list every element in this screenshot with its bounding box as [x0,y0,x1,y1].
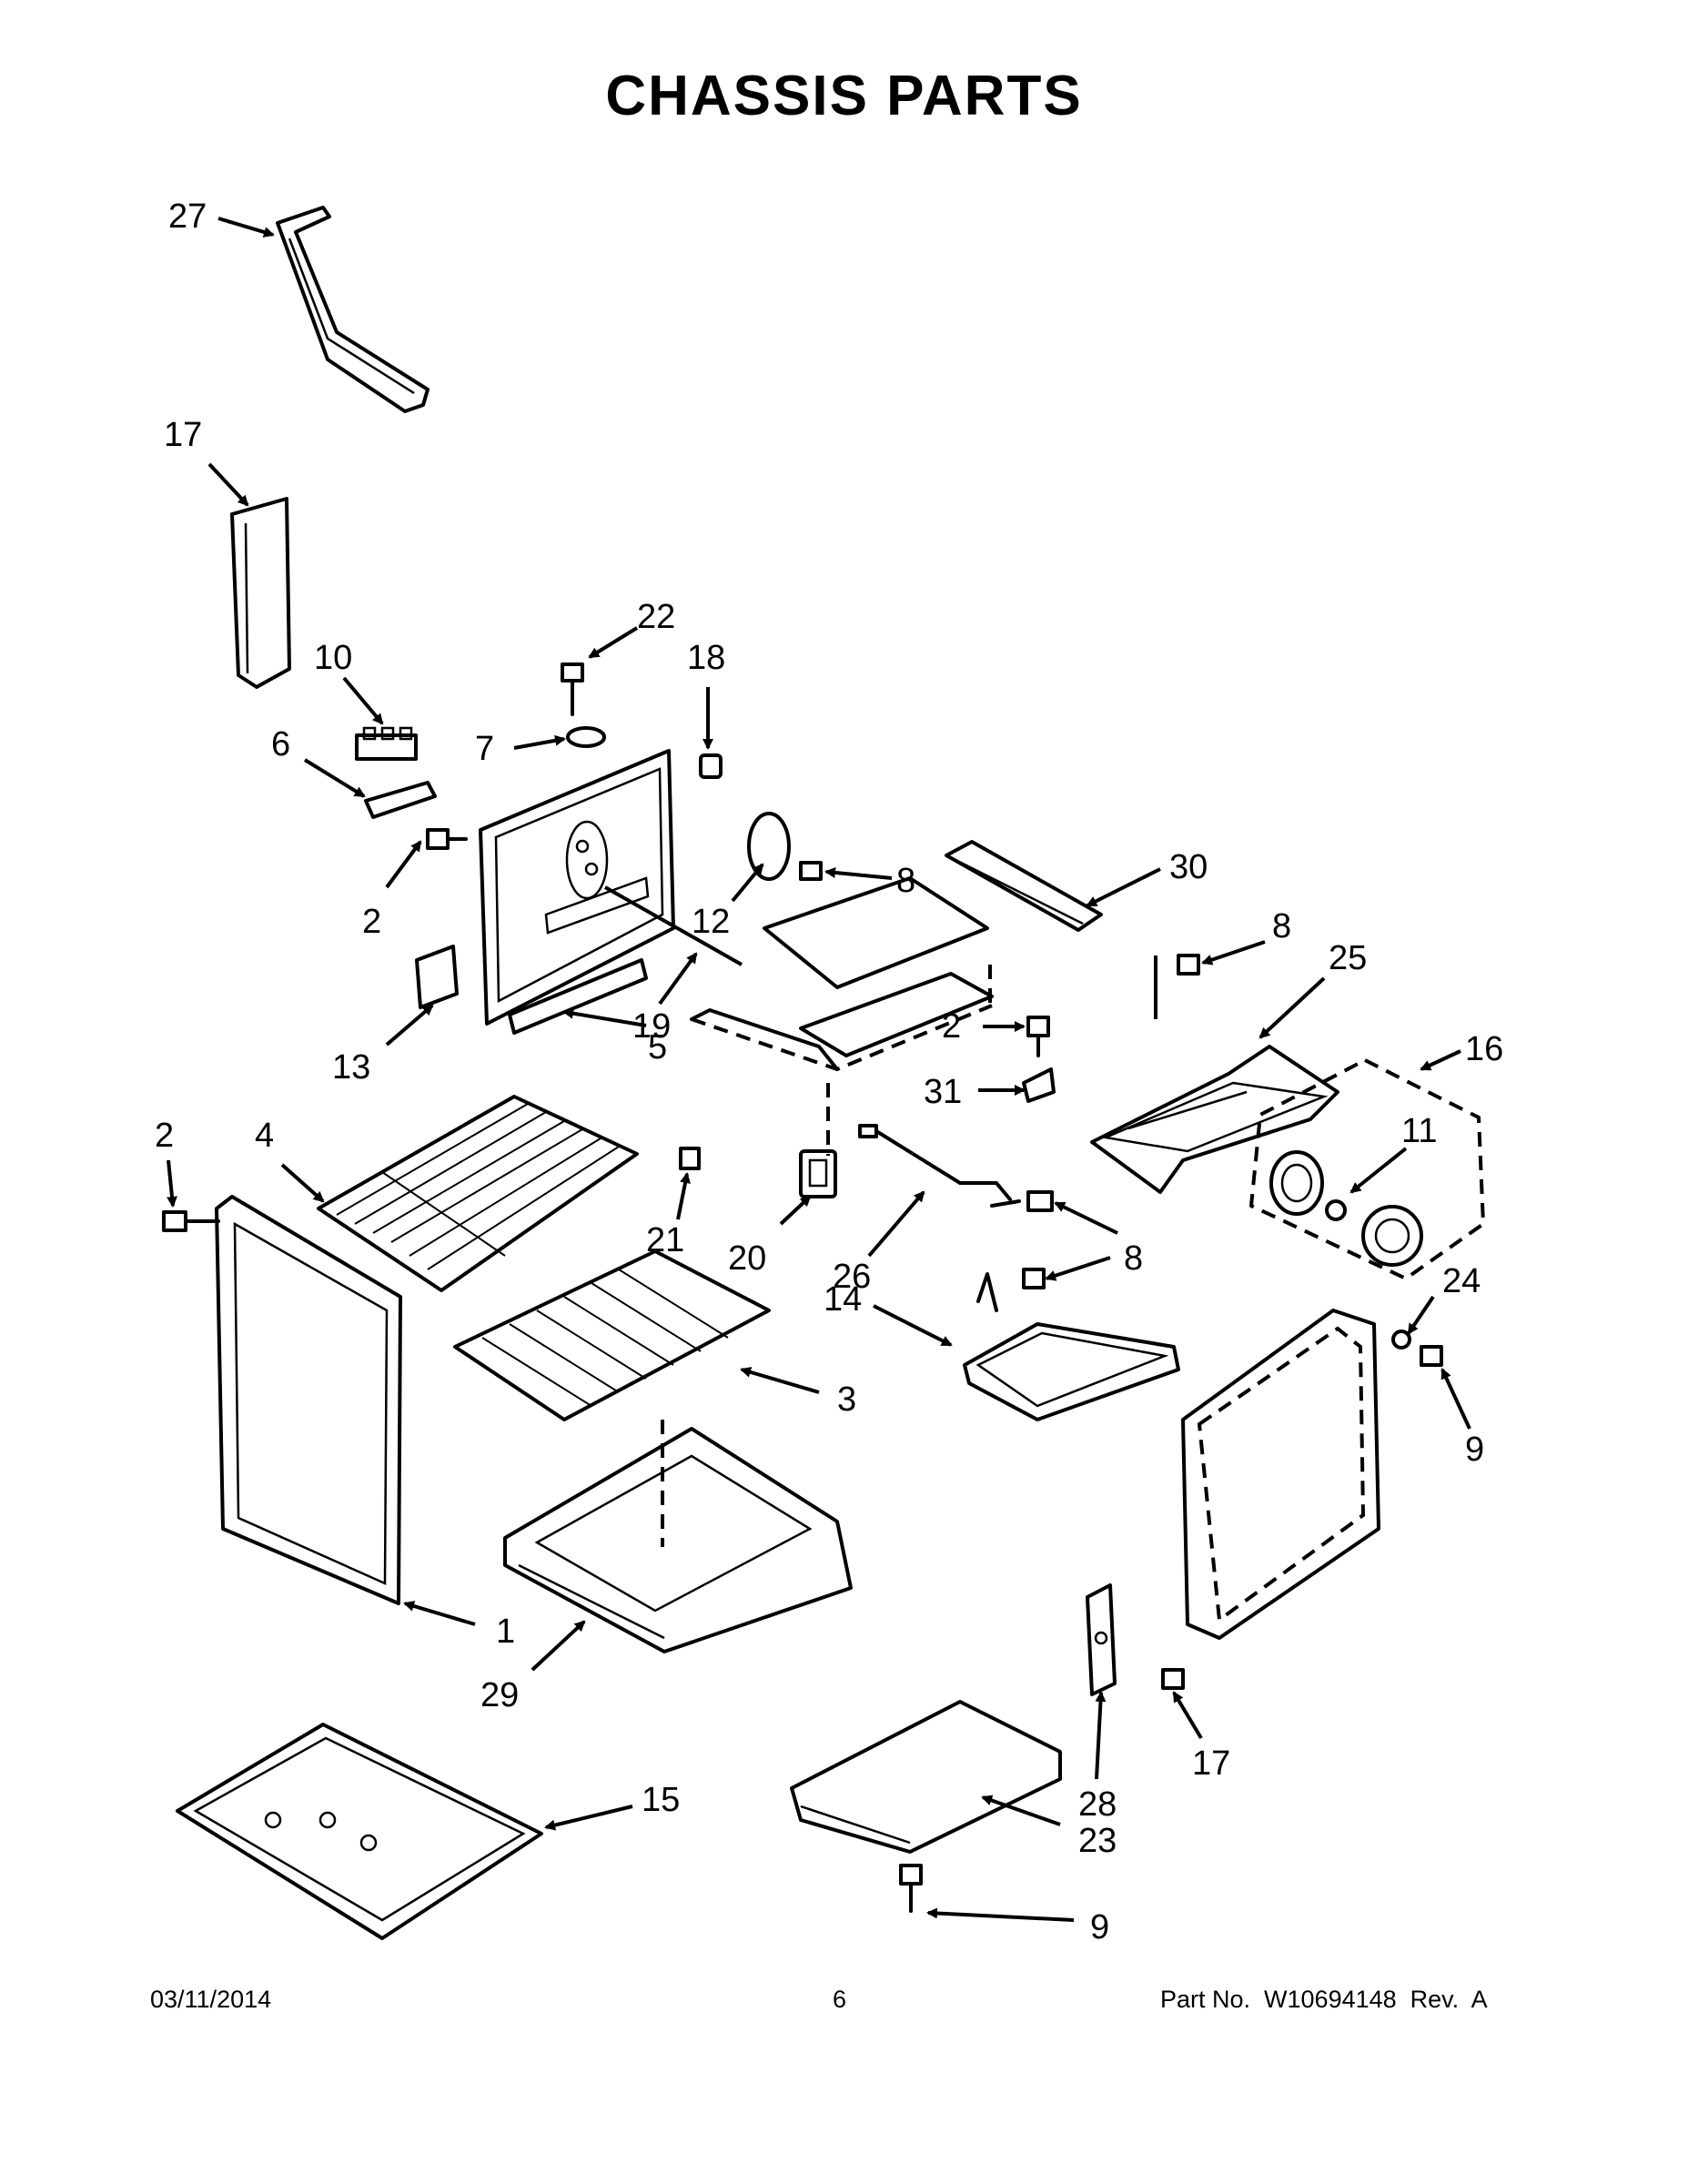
part-22-screw [561,662,584,716]
callout-2: 2 [155,1117,174,1155]
callout-15: 15 [642,1781,680,1819]
part-14-bake-element [963,1272,1180,1421]
part-5-strip [508,958,648,1035]
part-2-screw-a [426,828,468,850]
callout-20: 20 [728,1239,766,1278]
callout-10: 10 [314,639,352,677]
callout-9: 9 [1090,1908,1109,1946]
part-9-screw-a [1420,1345,1443,1367]
part-12-cover [747,812,791,881]
part-30-shield [945,840,1103,932]
part-2-screw-b [1026,1016,1050,1037]
part-back-panel [479,749,743,1026]
callout-1: 1 [496,1613,515,1651]
footer-page-number: 6 [833,1986,847,2013]
part-18-socket [699,753,723,779]
part-13-bracket [415,945,459,1009]
callout-18: 18 [687,639,725,677]
callout-22: 22 [637,598,675,636]
part-4-rack [317,1095,639,1292]
callout-28: 28 [1078,1785,1117,1824]
callout-31: 31 [924,1073,962,1111]
part-17-screw [1161,1668,1185,1690]
part-cavity-frame [690,876,994,1156]
part-8-screw-c [1022,1268,1046,1289]
callout-2: 2 [942,1007,961,1046]
part-27-bracket [276,206,430,413]
callout-23: 23 [1078,1822,1117,1860]
callout-8: 8 [1272,907,1291,945]
part-2-screw-c [162,1210,220,1232]
callout-12: 12 [692,903,730,941]
part-15-base [176,1723,543,1940]
part-8-screw-b [1177,954,1200,976]
part-24-washer [1391,1330,1411,1350]
part-10-terminal [355,726,418,761]
callout-29: 29 [480,1676,519,1714]
part-28-hinge [1086,1583,1117,1696]
part-21-part [679,1147,701,1170]
page-title: CHASSIS PARTS [605,65,1083,127]
callout-21: 21 [646,1221,684,1259]
callout-19: 19 [632,1007,671,1046]
callout-labels: 27 17 22 18 10 7 6 2 8 12 30 8 25 2 13 5… [155,197,1503,1946]
part-17-bracket [230,497,291,689]
callout-8: 8 [1124,1239,1143,1278]
part-side-panel [1181,1309,1380,1640]
callout-7: 7 [475,730,494,768]
callout-17: 17 [1192,1744,1230,1783]
callout-30: 30 [1169,848,1208,886]
footer-date: 03/11/2014 [150,1986,272,2013]
callout-3: 3 [837,1380,856,1419]
callout-11: 11 [1401,1112,1437,1150]
callout-26: 26 [833,1258,871,1296]
callout-24: 24 [1442,1262,1481,1300]
part-16-lamp-assembly [1248,1057,1486,1281]
callout-27: 27 [168,197,207,236]
part-26-sensor [858,1124,1054,1212]
leader-lines [167,217,1471,1922]
part-9-screw-b [899,1864,923,1913]
callout-5: 5 [648,1028,667,1067]
callout-6: 6 [271,725,290,763]
part-23-panel [790,1700,1062,1854]
part-29-drawer [503,1427,853,1653]
callout-13: 13 [332,1048,370,1087]
callout-16: 16 [1465,1030,1503,1068]
part-7-clip [566,726,606,748]
callout-25: 25 [1329,939,1367,977]
part-25-broil-element [1090,1045,1339,1194]
part-1-frame [215,1195,402,1605]
callout-4: 4 [255,1117,274,1155]
part-3-pan-rack [453,1249,771,1547]
callout-17: 17 [164,416,202,454]
callout-2: 2 [362,903,381,941]
callout-14: 14 [824,1280,862,1319]
part-6-bracket [364,781,437,819]
part-31-bracket [1022,1067,1056,1103]
footer-part-number: Part No. W10694148 Rev. A [1160,1986,1488,2013]
part-20-switch [799,1149,837,1198]
callout-9: 9 [1465,1431,1484,1469]
callout-8: 8 [896,862,915,900]
part-8-screw-a [799,861,823,881]
